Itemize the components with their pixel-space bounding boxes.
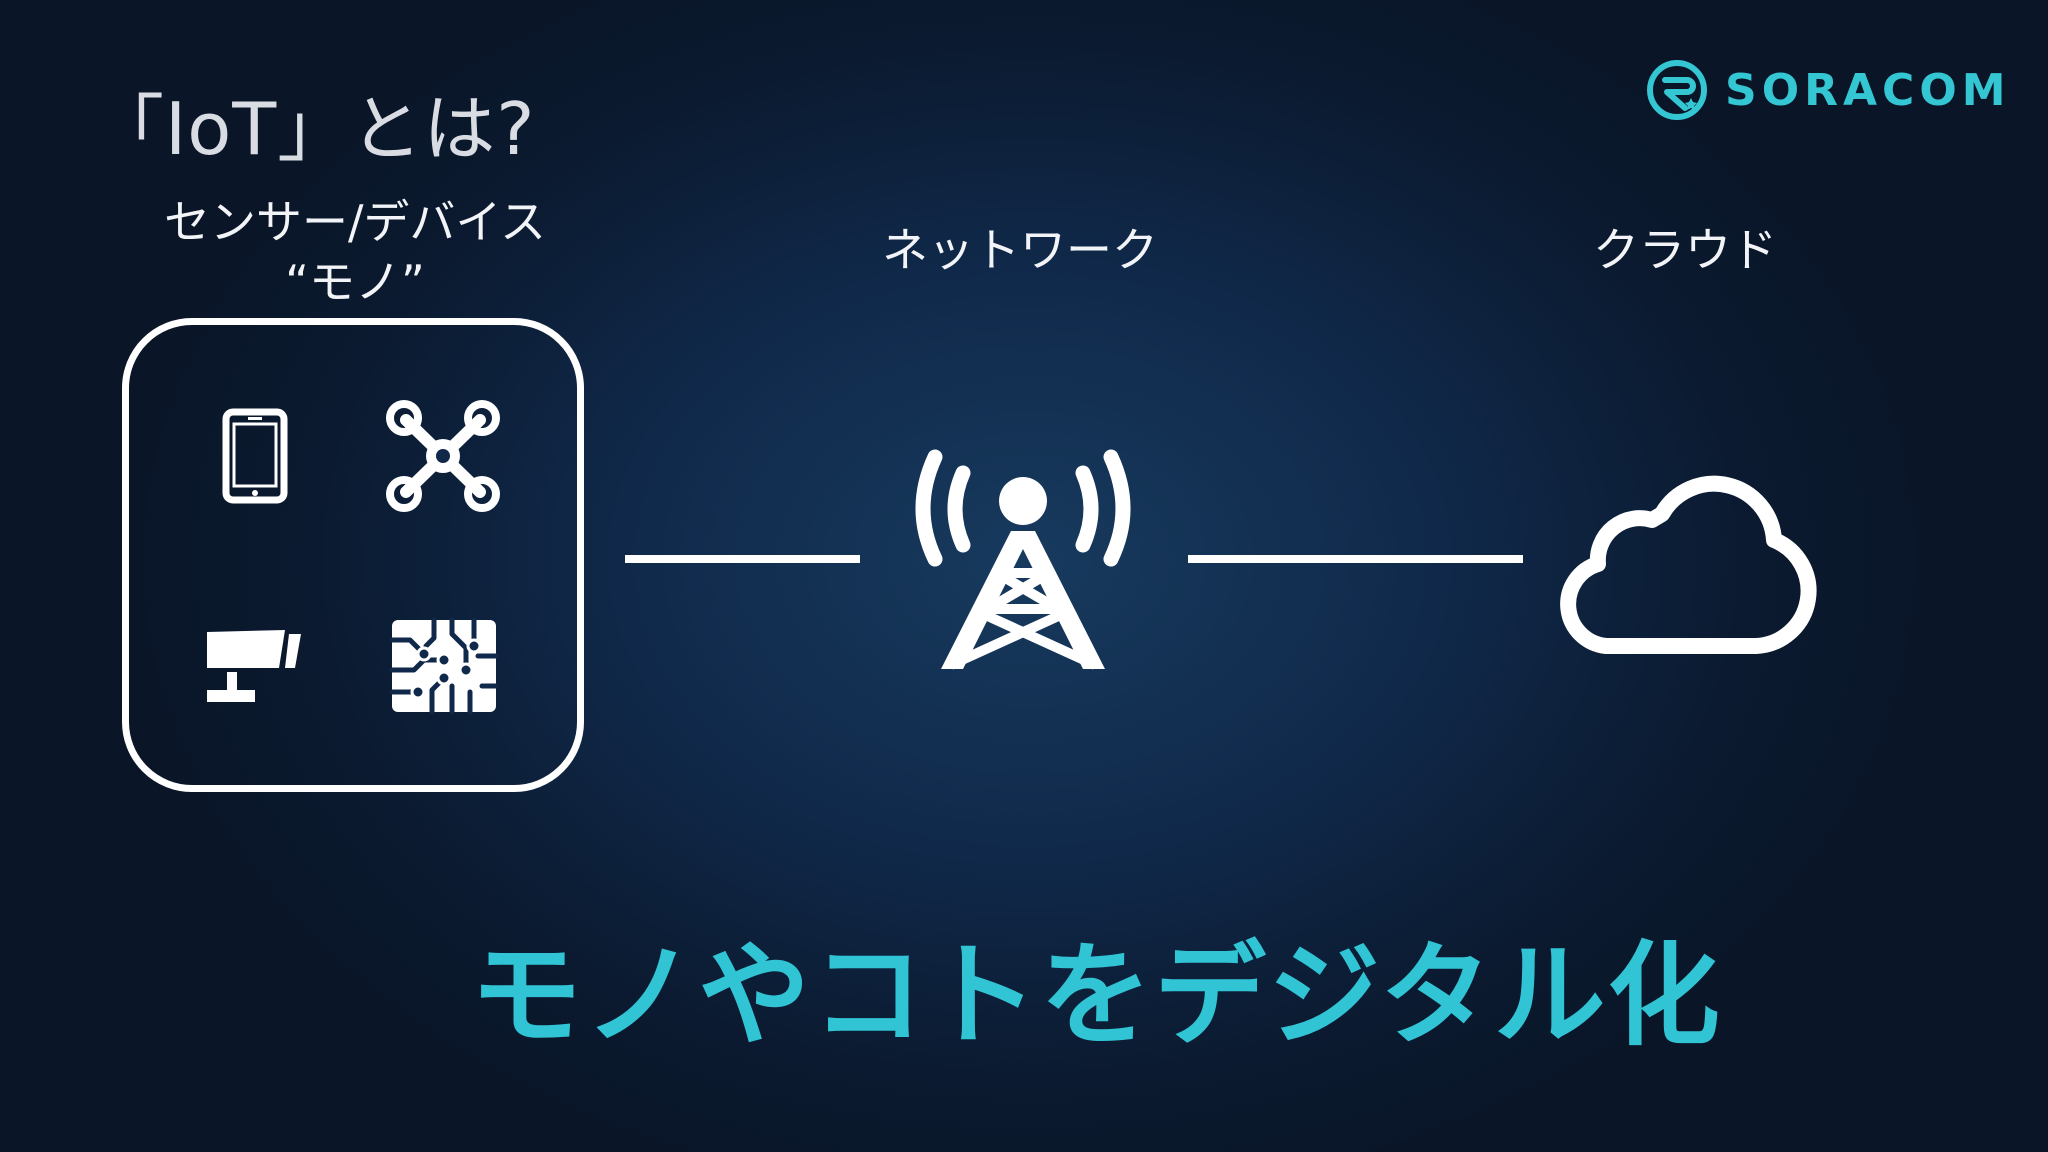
brand-logo: SORACOM bbox=[1645, 55, 2011, 125]
circuit-board-icon bbox=[389, 617, 499, 715]
drone-icon bbox=[386, 400, 500, 512]
device-label: センサー/デバイス “モノ” bbox=[140, 192, 570, 312]
network-cloud-connector bbox=[1188, 555, 1523, 563]
cell-tower-icon bbox=[915, 449, 1131, 670]
cloud-label: クラウド bbox=[1593, 223, 1777, 277]
device-box bbox=[122, 318, 584, 792]
device-label-line1: センサー/デバイス bbox=[163, 195, 547, 249]
cloud-icon bbox=[1560, 475, 1817, 654]
tablet-icon bbox=[222, 408, 288, 504]
network-label: ネットワーク bbox=[882, 223, 1158, 277]
device-label-line2: “モノ” bbox=[285, 255, 425, 309]
tagline: モノやコトをデジタル化 bbox=[470, 931, 1722, 1061]
camera-icon bbox=[207, 630, 301, 702]
slide-title: 「IoT」とは? bbox=[92, 87, 536, 171]
brand-name: SORACOM bbox=[1725, 64, 2011, 116]
device-network-connector bbox=[625, 555, 860, 563]
soracom-logo-icon bbox=[1647, 60, 1707, 120]
